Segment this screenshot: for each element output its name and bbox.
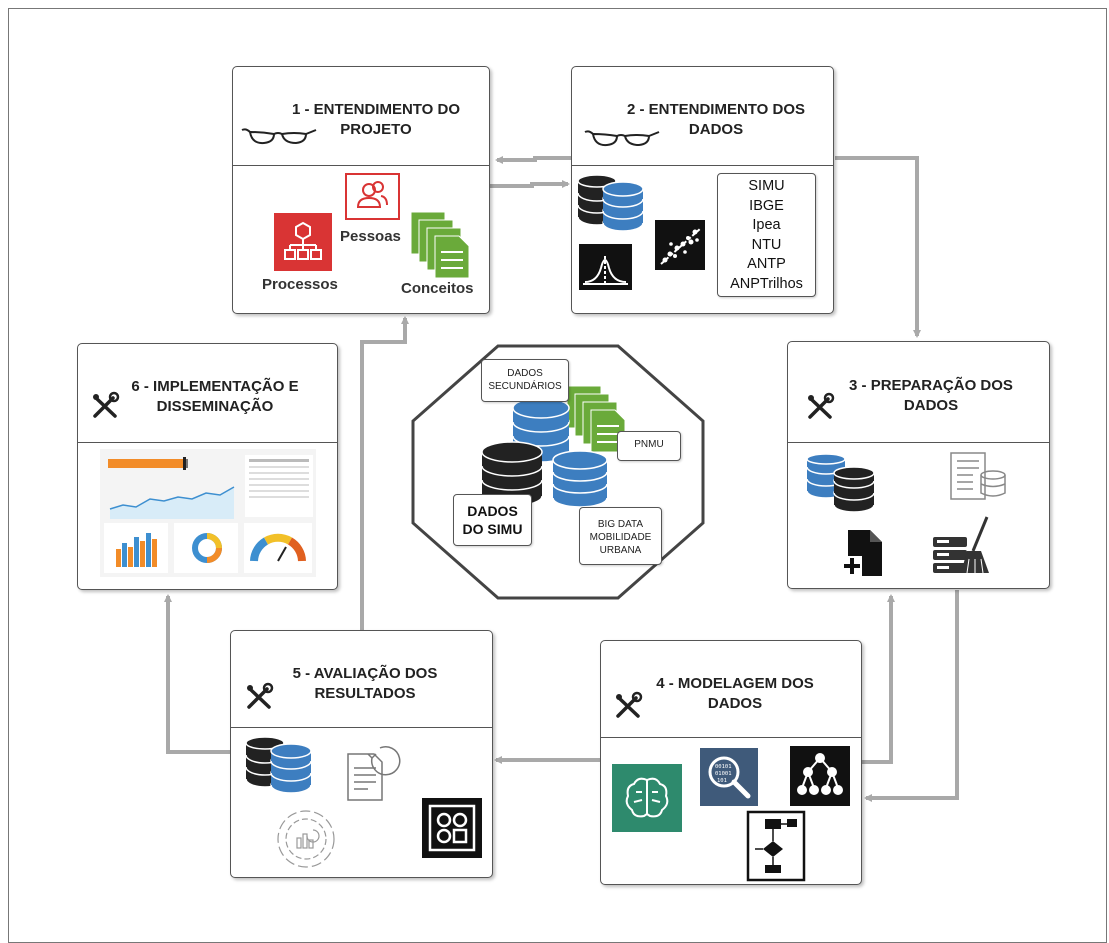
brain-icon (612, 764, 682, 832)
documents-icon (410, 211, 470, 279)
file-add-icon (842, 530, 882, 576)
processos-label: Processos (262, 276, 338, 293)
bell-curve-icon (579, 244, 632, 290)
arrow-2-to-3 (835, 156, 921, 338)
tools-icon (616, 691, 643, 718)
source-item: IBGE (749, 197, 784, 214)
tools-icon (808, 392, 835, 419)
document-refresh-icon (347, 746, 401, 801)
arrow-1-to-2 (490, 180, 570, 188)
source-item: Ipea (752, 217, 781, 233)
database-blue-icon (552, 450, 608, 508)
pessoas-label: Pessoas (340, 228, 401, 245)
tree-icon (790, 746, 850, 806)
dashboard-icon (100, 449, 316, 577)
conceitos-label: Conceitos (401, 280, 474, 297)
glasses-icon (241, 128, 317, 145)
flowchart-icon (746, 810, 806, 882)
database-icon (577, 174, 644, 232)
source-item: ANPTrilhos (730, 275, 803, 292)
chart-circle-icon (277, 810, 335, 868)
source-item: NTU (751, 236, 782, 253)
org-chart-icon (274, 213, 332, 271)
arrow-2-to-1 (495, 156, 572, 164)
source-item: SIMU (748, 178, 785, 194)
svg-text:00101: 00101 (715, 764, 732, 770)
grid-icon (422, 798, 482, 858)
glasses-icon (584, 130, 660, 147)
source-item: ANTP (747, 256, 786, 272)
server-clean-icon (933, 516, 989, 574)
documents-icon (566, 385, 626, 453)
tools-icon (247, 682, 274, 709)
scatter-plot-icon (655, 220, 705, 270)
arrow-4-to-3 (862, 594, 895, 764)
database-icon (245, 736, 312, 794)
arrow-3-to-4 (864, 590, 959, 802)
tools-icon (93, 391, 120, 418)
data-sources-list: SIMU IBGE Ipea NTU ANTP ANPTrilhos (717, 173, 816, 297)
people-icon (345, 173, 400, 220)
arrow-5-to-6 (164, 594, 231, 754)
pnmu-tag: PNMU (617, 431, 681, 461)
svg-text:01001: 01001 (715, 771, 732, 777)
database-document-icon (950, 452, 1006, 500)
database-icon (806, 453, 875, 513)
arrow-5-to-1 (360, 316, 409, 631)
svg-text:101: 101 (717, 778, 727, 784)
